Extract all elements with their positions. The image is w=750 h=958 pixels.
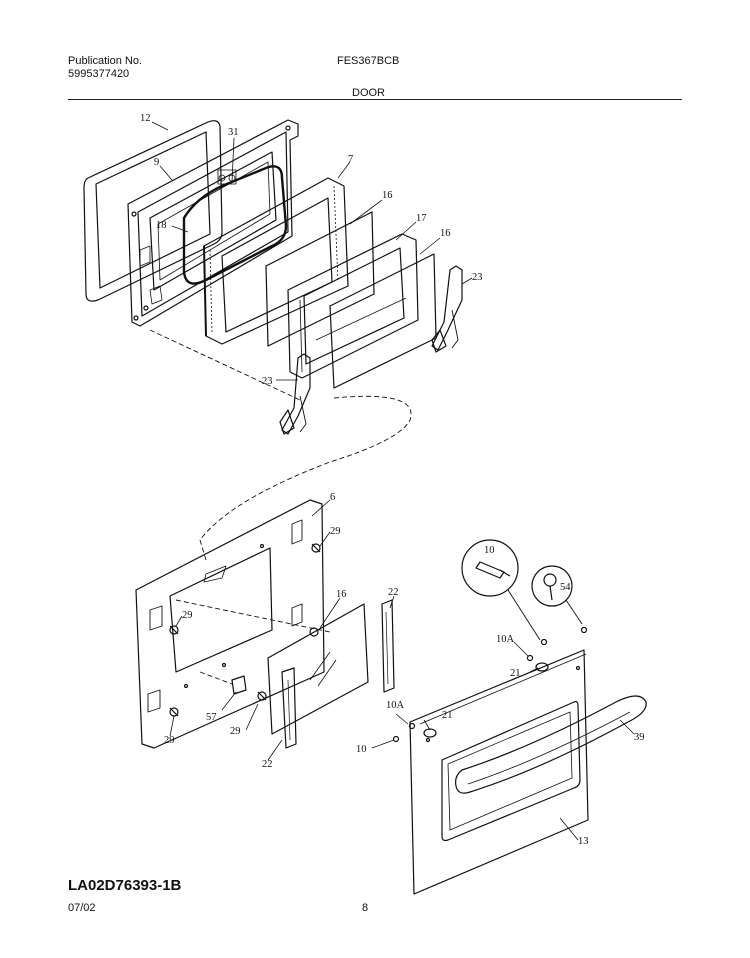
callout-18: 18 [156,220,167,231]
door-gasket-frame [83,120,223,302]
footer-date: 07/02 [68,902,96,914]
section-title: DOOR [352,87,385,99]
publication-number: 5995377420 [68,68,130,80]
inner-door-panel [127,119,299,327]
window-gasket [182,165,288,285]
callout-21-upper: 21 [510,668,521,679]
trim-strip-right [381,599,395,693]
callout-23-left: 23 [262,376,273,387]
callout-29-lower: 29 [230,726,241,737]
callout-13: 13 [578,836,589,847]
callout-29-top: 29 [330,526,341,537]
callout-29-mid: 29 [182,610,193,621]
callout-6: 6 [330,492,335,503]
hardware-10A-21 [392,626,588,743]
callout-22-left: 22 [262,759,273,770]
door-hinge-left [279,353,311,435]
trim-strip-left [281,667,297,749]
screw-detail-10 [461,539,541,641]
glass-panel-lower [267,603,369,735]
screw-detail-54 [531,565,583,625]
callout-39: 39 [634,732,645,743]
page-number: 8 [362,902,369,914]
callout-22-right: 22 [388,587,399,598]
header-rule [68,99,682,100]
door-hinge-right [431,265,463,353]
callout-16-lower: 16 [336,589,347,600]
publication-label: Publication No. [68,55,142,67]
outer-door-panel [135,499,325,749]
callout-23-right: 23 [472,272,483,283]
callout-17: 17 [416,213,427,224]
callout-10-detail: 10 [484,545,495,556]
callout-12: 12 [140,113,151,124]
callout-10-lower: 10 [356,744,367,755]
callout-16-upper-inner: 16 [382,190,393,201]
clip-57 [231,675,247,695]
callout-10A-lower: 10A [386,700,405,711]
glass-panel-outer [329,253,437,389]
callout-57: 57 [206,712,217,723]
outer-door-13 [409,649,589,895]
glass-panel-inner [265,211,375,347]
callout-16-upper-outer: 16 [440,228,451,239]
model-number: FES367BCB [337,55,400,67]
drawing-number: LA02D76393-1B [68,877,182,894]
callout-29-bottom: 29 [164,735,175,746]
callout-9: 9 [154,157,159,168]
callout-21-lower: 21 [442,710,453,721]
callout-10A-upper: 10A [496,634,515,645]
callout-31: 31 [228,127,239,138]
door-handle-39 [455,695,647,794]
callout-54: 54 [560,582,571,593]
callout-7: 7 [348,154,353,165]
